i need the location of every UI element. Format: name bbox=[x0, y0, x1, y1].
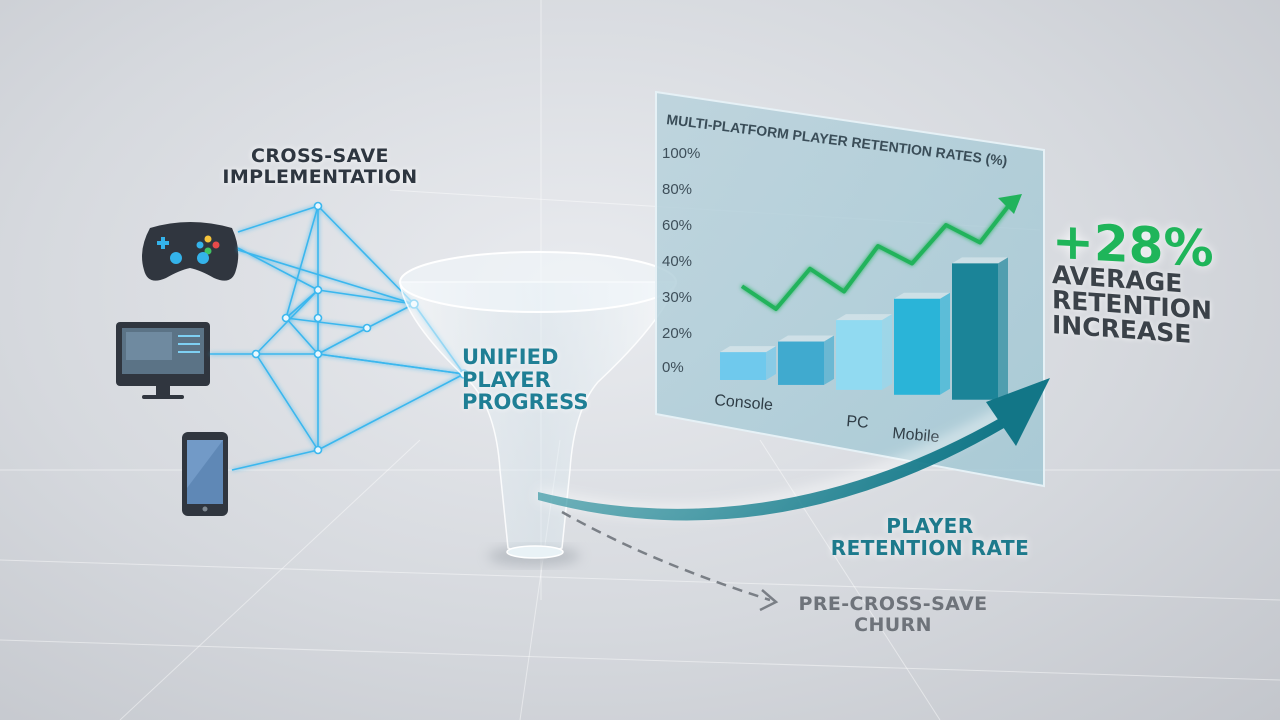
trend-arrowhead bbox=[998, 194, 1022, 214]
connection-network bbox=[210, 205, 465, 471]
monitor-icon bbox=[116, 322, 210, 399]
x-tick-label: Mobile bbox=[892, 425, 941, 446]
chart-bar bbox=[778, 335, 834, 385]
y-tick-label: 80% bbox=[662, 181, 692, 198]
y-tick-label: 40% bbox=[662, 253, 692, 270]
chart-bar bbox=[836, 314, 892, 390]
x-tick-label: Console bbox=[714, 392, 774, 414]
y-tick-label: 60% bbox=[662, 217, 692, 234]
chart-bar bbox=[720, 346, 776, 380]
cross-save-title: CROSS-SAVE IMPLEMENTATION bbox=[222, 145, 418, 188]
smartphone-icon bbox=[182, 432, 228, 516]
y-axis-ticks: 100% 80% 60% 40% 30% 20% 0% bbox=[662, 145, 700, 376]
churn-label: PRE-CROSS-SAVE CHURN bbox=[798, 593, 988, 636]
chart-bar bbox=[952, 257, 1008, 400]
retention-rate-label: PLAYER RETENTION RATE bbox=[830, 514, 1030, 560]
trend-line bbox=[740, 197, 1016, 311]
chart-bar bbox=[894, 292, 950, 395]
churn-arrow bbox=[561, 510, 779, 612]
retention-arrow bbox=[536, 378, 1050, 521]
gamepad-icon bbox=[142, 222, 239, 281]
bar-group bbox=[720, 257, 1008, 400]
y-tick-label: 30% bbox=[662, 289, 692, 306]
funnel-label: UNIFIED PLAYER PROGRESS bbox=[462, 345, 589, 415]
y-tick-label: 100% bbox=[662, 145, 700, 162]
stat-caption: AVERAGE RETENTION INCREASE bbox=[1052, 260, 1212, 349]
y-tick-label: 0% bbox=[662, 359, 684, 376]
y-tick-label: 20% bbox=[662, 325, 692, 342]
x-tick-label: PC bbox=[846, 413, 870, 432]
